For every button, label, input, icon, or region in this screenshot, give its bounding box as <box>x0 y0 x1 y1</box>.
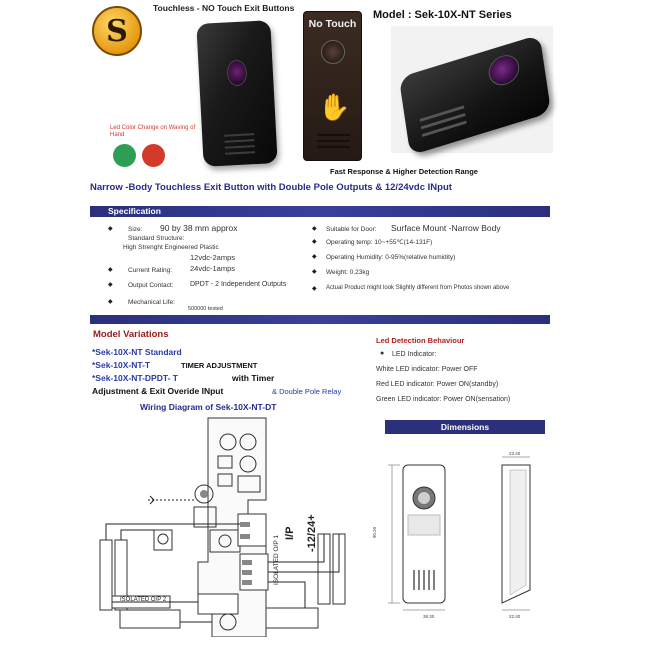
spec-humidity: Operating Humidity: 0-95%(relative humid… <box>326 254 456 261</box>
product-photo-narrow-button <box>196 20 278 167</box>
spec-current-label: Current Rating: <box>128 267 173 274</box>
model-series-title: Model : Sek-10X-NT Series <box>373 9 512 21</box>
company-logo: S <box>92 6 142 56</box>
surface-box-body <box>398 34 552 156</box>
grill-slot <box>317 146 350 148</box>
spec-size-label: Size: <box>128 226 143 233</box>
spec-temp: Operating temp: 10~+55℃(14-131F) <box>326 239 433 246</box>
product-headline: Narrow -Body Touchless Exit Button with … <box>90 182 452 193</box>
sensor-lens-icon <box>486 51 522 90</box>
sensor-lens-icon <box>226 59 248 87</box>
vent-slot <box>224 139 255 143</box>
specification-label: Specification <box>108 206 161 216</box>
vent-slot <box>224 133 255 137</box>
no-touch-label: No Touch <box>308 18 357 30</box>
sensor-lens-icon <box>321 40 345 64</box>
model-variation-dpdt-desc2: Adjustment & Exit Overide INput <box>92 386 224 396</box>
sensor-circle <box>194 484 214 504</box>
model-variation-dpdt-desc: with Timer <box>232 373 275 383</box>
bullet-icon: ◆ <box>108 299 113 305</box>
dimension-depth-bottom-label: 22.40 <box>509 614 521 619</box>
spec-structure-value: High Strenght Engineered Plastic <box>123 244 219 251</box>
grill-slot <box>317 134 350 136</box>
model-variation-dpdt-desc3: & Double Pole Relay <box>272 387 342 396</box>
bullet-icon: ◆ <box>312 286 317 292</box>
spec-door-value: Surface Mount -Narrow Body <box>391 223 501 233</box>
led-color-caption: Led Color Change on Waving of Hand <box>110 125 196 139</box>
spec-current-12v: 12vdc-2amps <box>190 253 236 262</box>
led-behaviour-title: Led Detection Behaviour <box>376 336 465 345</box>
bullet-icon: ◆ <box>312 254 317 260</box>
vent-slot <box>224 145 255 149</box>
model-variation-t-desc: TIMER ADJUSTMENT <box>181 361 258 370</box>
front-lens-inner <box>418 492 430 504</box>
component-circle <box>239 455 257 473</box>
product-photo-no-touch-plate: No Touch ✋ <box>303 11 362 161</box>
dimension-depth-top-label: 23.40 <box>509 451 521 456</box>
isolated-op2-label: ISOLATED O/P 2 <box>120 597 167 603</box>
spec-door-label: Suitable for Door: <box>326 226 377 233</box>
hand-wave-icon: ✋ <box>318 92 351 122</box>
spec-current-24v: 24vdc-1amps <box>190 264 236 273</box>
bullet-icon: ◆ <box>108 282 113 288</box>
product-photo-surface-box <box>391 26 553 156</box>
side-outline <box>501 464 531 604</box>
spec-life-label: Mechanical Life: <box>128 299 175 306</box>
green-led-dot-icon <box>113 144 136 167</box>
front-vents <box>413 570 435 590</box>
bullet-icon: ◆ <box>108 267 113 273</box>
wiring-diagram-title: Wiring Diagram of Sek-10X-NT-DT <box>140 402 277 412</box>
component-circle <box>239 433 257 451</box>
led-indicator-bullet-icon: ● <box>380 350 385 357</box>
dimensions-bar: Dimensions <box>385 420 545 434</box>
led-indicator-label: LED Indicator: <box>392 351 437 358</box>
dimension-height-label: 90.20 <box>372 526 378 539</box>
wires <box>105 495 340 623</box>
dimension-width-label: 38.30 <box>423 614 435 619</box>
component-circle <box>219 433 237 451</box>
spec-structure-label: Standard Structure: <box>128 235 185 242</box>
bullet-icon: ◆ <box>312 226 317 232</box>
isolated-op1-label: ISOLATED O/P 1 <box>273 535 280 585</box>
bullet-icon: ◆ <box>108 226 113 232</box>
spec-weight: Weight: 0.23kg <box>326 269 370 276</box>
specification-bar <box>90 206 550 217</box>
left-contact <box>99 539 113 611</box>
front-outline <box>402 464 446 604</box>
terminal-block-op2 <box>197 593 239 615</box>
spec-disclaimer: Actual Product might look Slightly diffe… <box>326 285 510 291</box>
front-panel <box>407 514 441 536</box>
model-variation-dpdt: *Sek-10X-NT-DPDT- T <box>92 373 178 383</box>
spec-size-value: 90 by 38 mm approx <box>160 223 238 233</box>
model-variations-title: Model Variations <box>93 329 169 340</box>
bullet-icon: ◆ <box>312 269 317 275</box>
voltage-label: -12/24+ <box>306 514 318 552</box>
led-red-line: Red LED indicator: Power ON(standby) <box>376 381 499 388</box>
logo-letter: S <box>106 13 128 49</box>
grill-slot <box>317 140 350 142</box>
terminal-block-ip <box>237 513 267 547</box>
led-green-line: Green LED indicator: Power ON(sensation) <box>376 396 511 403</box>
led-white-line: White LED indicator: Power OFF <box>376 366 478 373</box>
vent-slot <box>225 151 256 155</box>
ip-label: I/P <box>284 526 296 540</box>
wiring-diagram <box>99 417 346 637</box>
spec-life-value: 500000 tested <box>188 306 223 312</box>
bullet-icon: ◆ <box>312 239 317 245</box>
model-variation-standard: *Sek-10X-NT Standard <box>92 347 182 357</box>
model-variation-t: *Sek-10X-NT-T <box>92 360 151 370</box>
top-caption: Touchless - NO Touch Exit Buttons <box>153 3 295 13</box>
dimension-drawing <box>388 456 531 611</box>
red-led-dot-icon <box>142 144 165 167</box>
timer-pot <box>153 529 173 551</box>
fast-response-caption: Fast Response & Higher Detection Range <box>330 167 478 176</box>
section-divider-bar <box>90 315 550 324</box>
spec-output-label: Output Contact: <box>128 282 174 289</box>
spec-output-value: DPDT - 2 Independent Outputs <box>190 281 287 288</box>
